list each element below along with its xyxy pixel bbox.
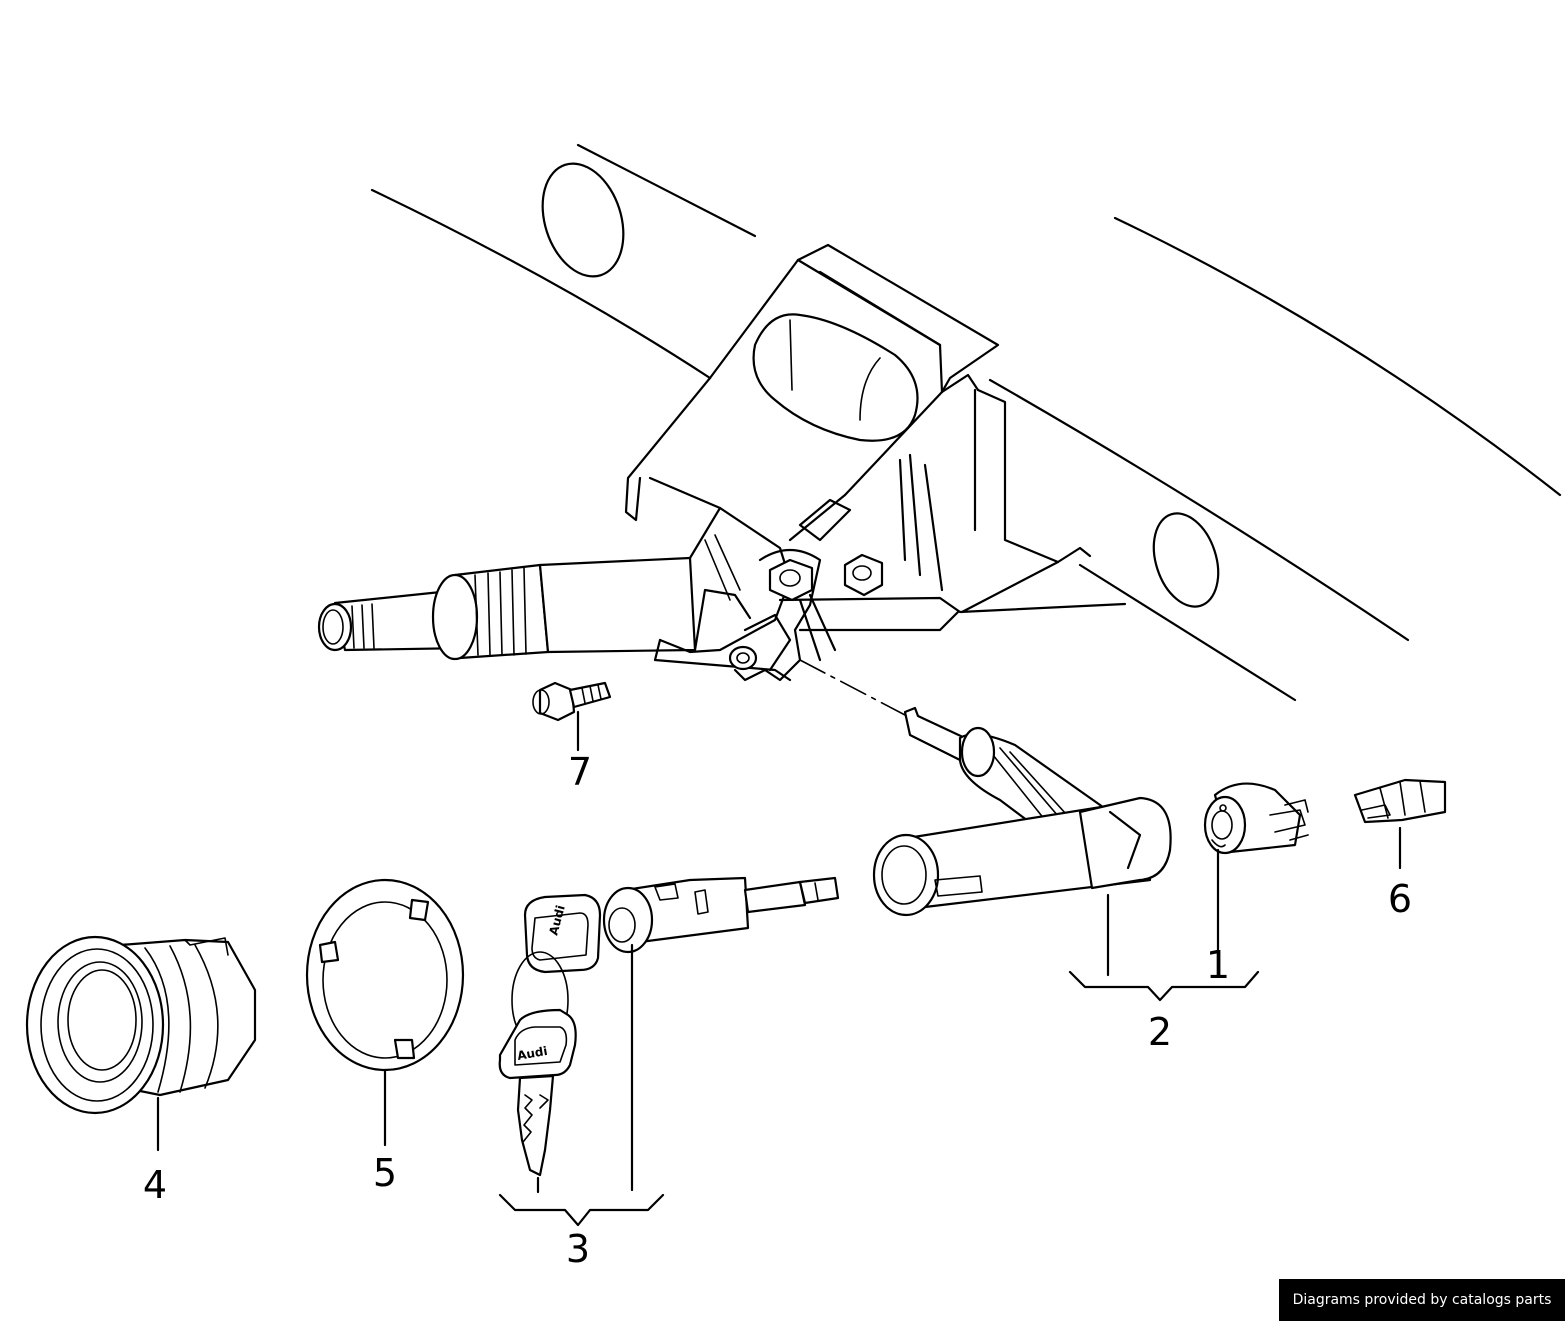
part-2-lock-housing xyxy=(872,706,1172,917)
part-3-lock-cylinder xyxy=(602,876,840,954)
part-5-retaining-ring xyxy=(305,878,465,1072)
column-bracket xyxy=(624,243,1127,632)
callout-6: 6 xyxy=(1388,877,1412,921)
part-7-bolt xyxy=(532,681,612,722)
callout-labels: 1 2 3 4 5 6 7 xyxy=(143,750,1412,1271)
callout-7: 7 xyxy=(568,750,592,794)
key-brand-text-lower: Audi xyxy=(516,1044,549,1063)
callout-1: 1 xyxy=(1206,943,1230,987)
callout-2: 2 xyxy=(1148,1010,1172,1054)
assembly-centerline xyxy=(799,659,906,716)
clamp-and-nuts xyxy=(728,549,884,682)
audi-key-upper: Audi xyxy=(511,893,602,1049)
callout-3: 3 xyxy=(566,1227,590,1271)
part-6-connector xyxy=(1353,778,1447,824)
callout-5: 5 xyxy=(373,1151,397,1195)
leader-lines xyxy=(156,710,1402,1227)
steering-column xyxy=(317,476,792,682)
part-1-ignition-switch xyxy=(1203,782,1309,855)
audi-key-lower: Audi xyxy=(498,1008,577,1177)
callout-4: 4 xyxy=(143,1163,167,1207)
dashboard-crossmember xyxy=(370,143,1562,702)
part-4-trim-ring xyxy=(25,935,257,1115)
credit-banner: Diagrams provided by catalogs parts xyxy=(1279,1279,1565,1321)
